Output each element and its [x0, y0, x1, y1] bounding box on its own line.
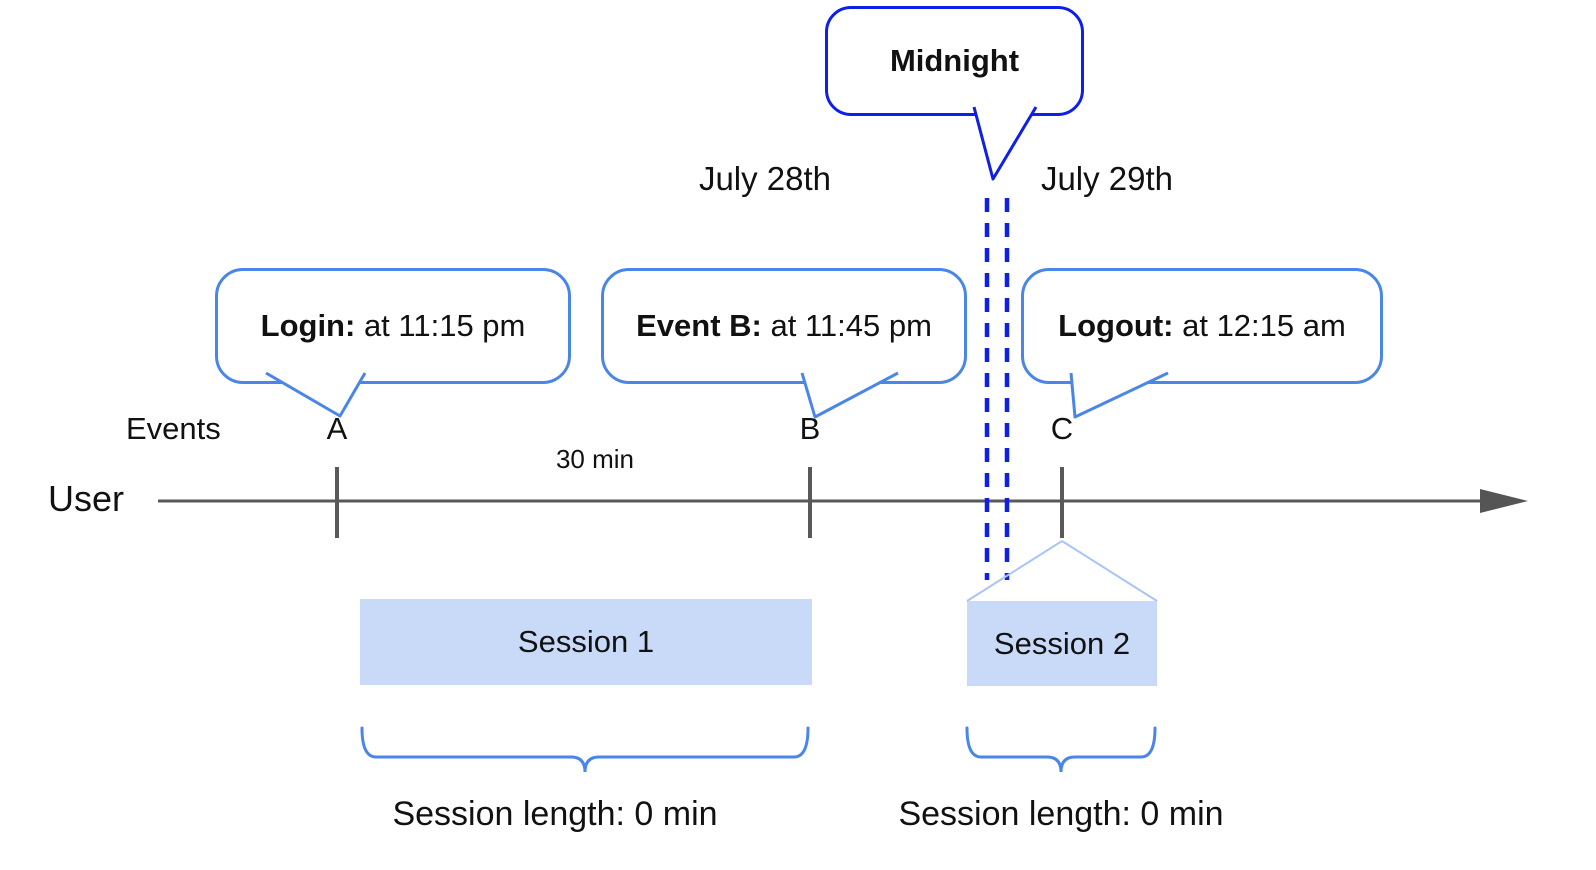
events-row-label: Events	[126, 411, 221, 446]
session-1-brace	[360, 726, 810, 773]
session-2-connector-right	[1061, 540, 1158, 602]
login-callout-detail: at 11:15 pm	[355, 308, 526, 343]
session-2-bar: Session 2	[967, 601, 1157, 686]
interval-label-30min: 30 min	[555, 444, 635, 474]
date-label-july-29: July 29th	[1040, 160, 1174, 197]
session-1-label: Session 1	[517, 624, 655, 659]
event-b-callout: Event B: at 11:45 pm	[601, 268, 967, 384]
timeline-arrowhead-icon	[1480, 489, 1528, 513]
session-2-connector-left	[966, 540, 1063, 602]
session-1-bar: Session 1	[360, 599, 812, 685]
logout-callout-title: Logout:	[1058, 308, 1174, 343]
logout-callout: Logout: at 12:15 am	[1021, 268, 1383, 384]
event-marker-a: A	[326, 411, 348, 446]
session-2-label: Session 2	[993, 625, 1131, 661]
login-callout-text: Login: at 11:15 pm	[261, 308, 526, 344]
event-b-callout-text: Event B: at 11:45 pm	[636, 308, 932, 344]
logout-callout-text: Logout: at 12:15 am	[1058, 308, 1346, 344]
event-marker-b: B	[799, 411, 821, 446]
login-callout-title: Login:	[260, 308, 356, 343]
event-b-callout-detail: at 11:45 pm	[761, 308, 932, 343]
event-marker-c: C	[1050, 411, 1074, 446]
session-2-length-label: Session length: 0 min	[898, 795, 1224, 833]
logout-callout-detail: at 12:15 am	[1173, 308, 1346, 343]
login-callout: Login: at 11:15 pm	[215, 268, 571, 384]
session-2-brace	[965, 726, 1157, 773]
session-1-length-label: Session length: 0 min	[392, 795, 718, 833]
midnight-callout-label: Midnight	[889, 43, 1020, 78]
midnight-callout: Midnight	[825, 6, 1084, 116]
event-b-callout-title: Event B:	[636, 308, 762, 343]
date-label-july-28: July 28th	[698, 160, 832, 197]
user-row-label: User	[48, 478, 125, 519]
